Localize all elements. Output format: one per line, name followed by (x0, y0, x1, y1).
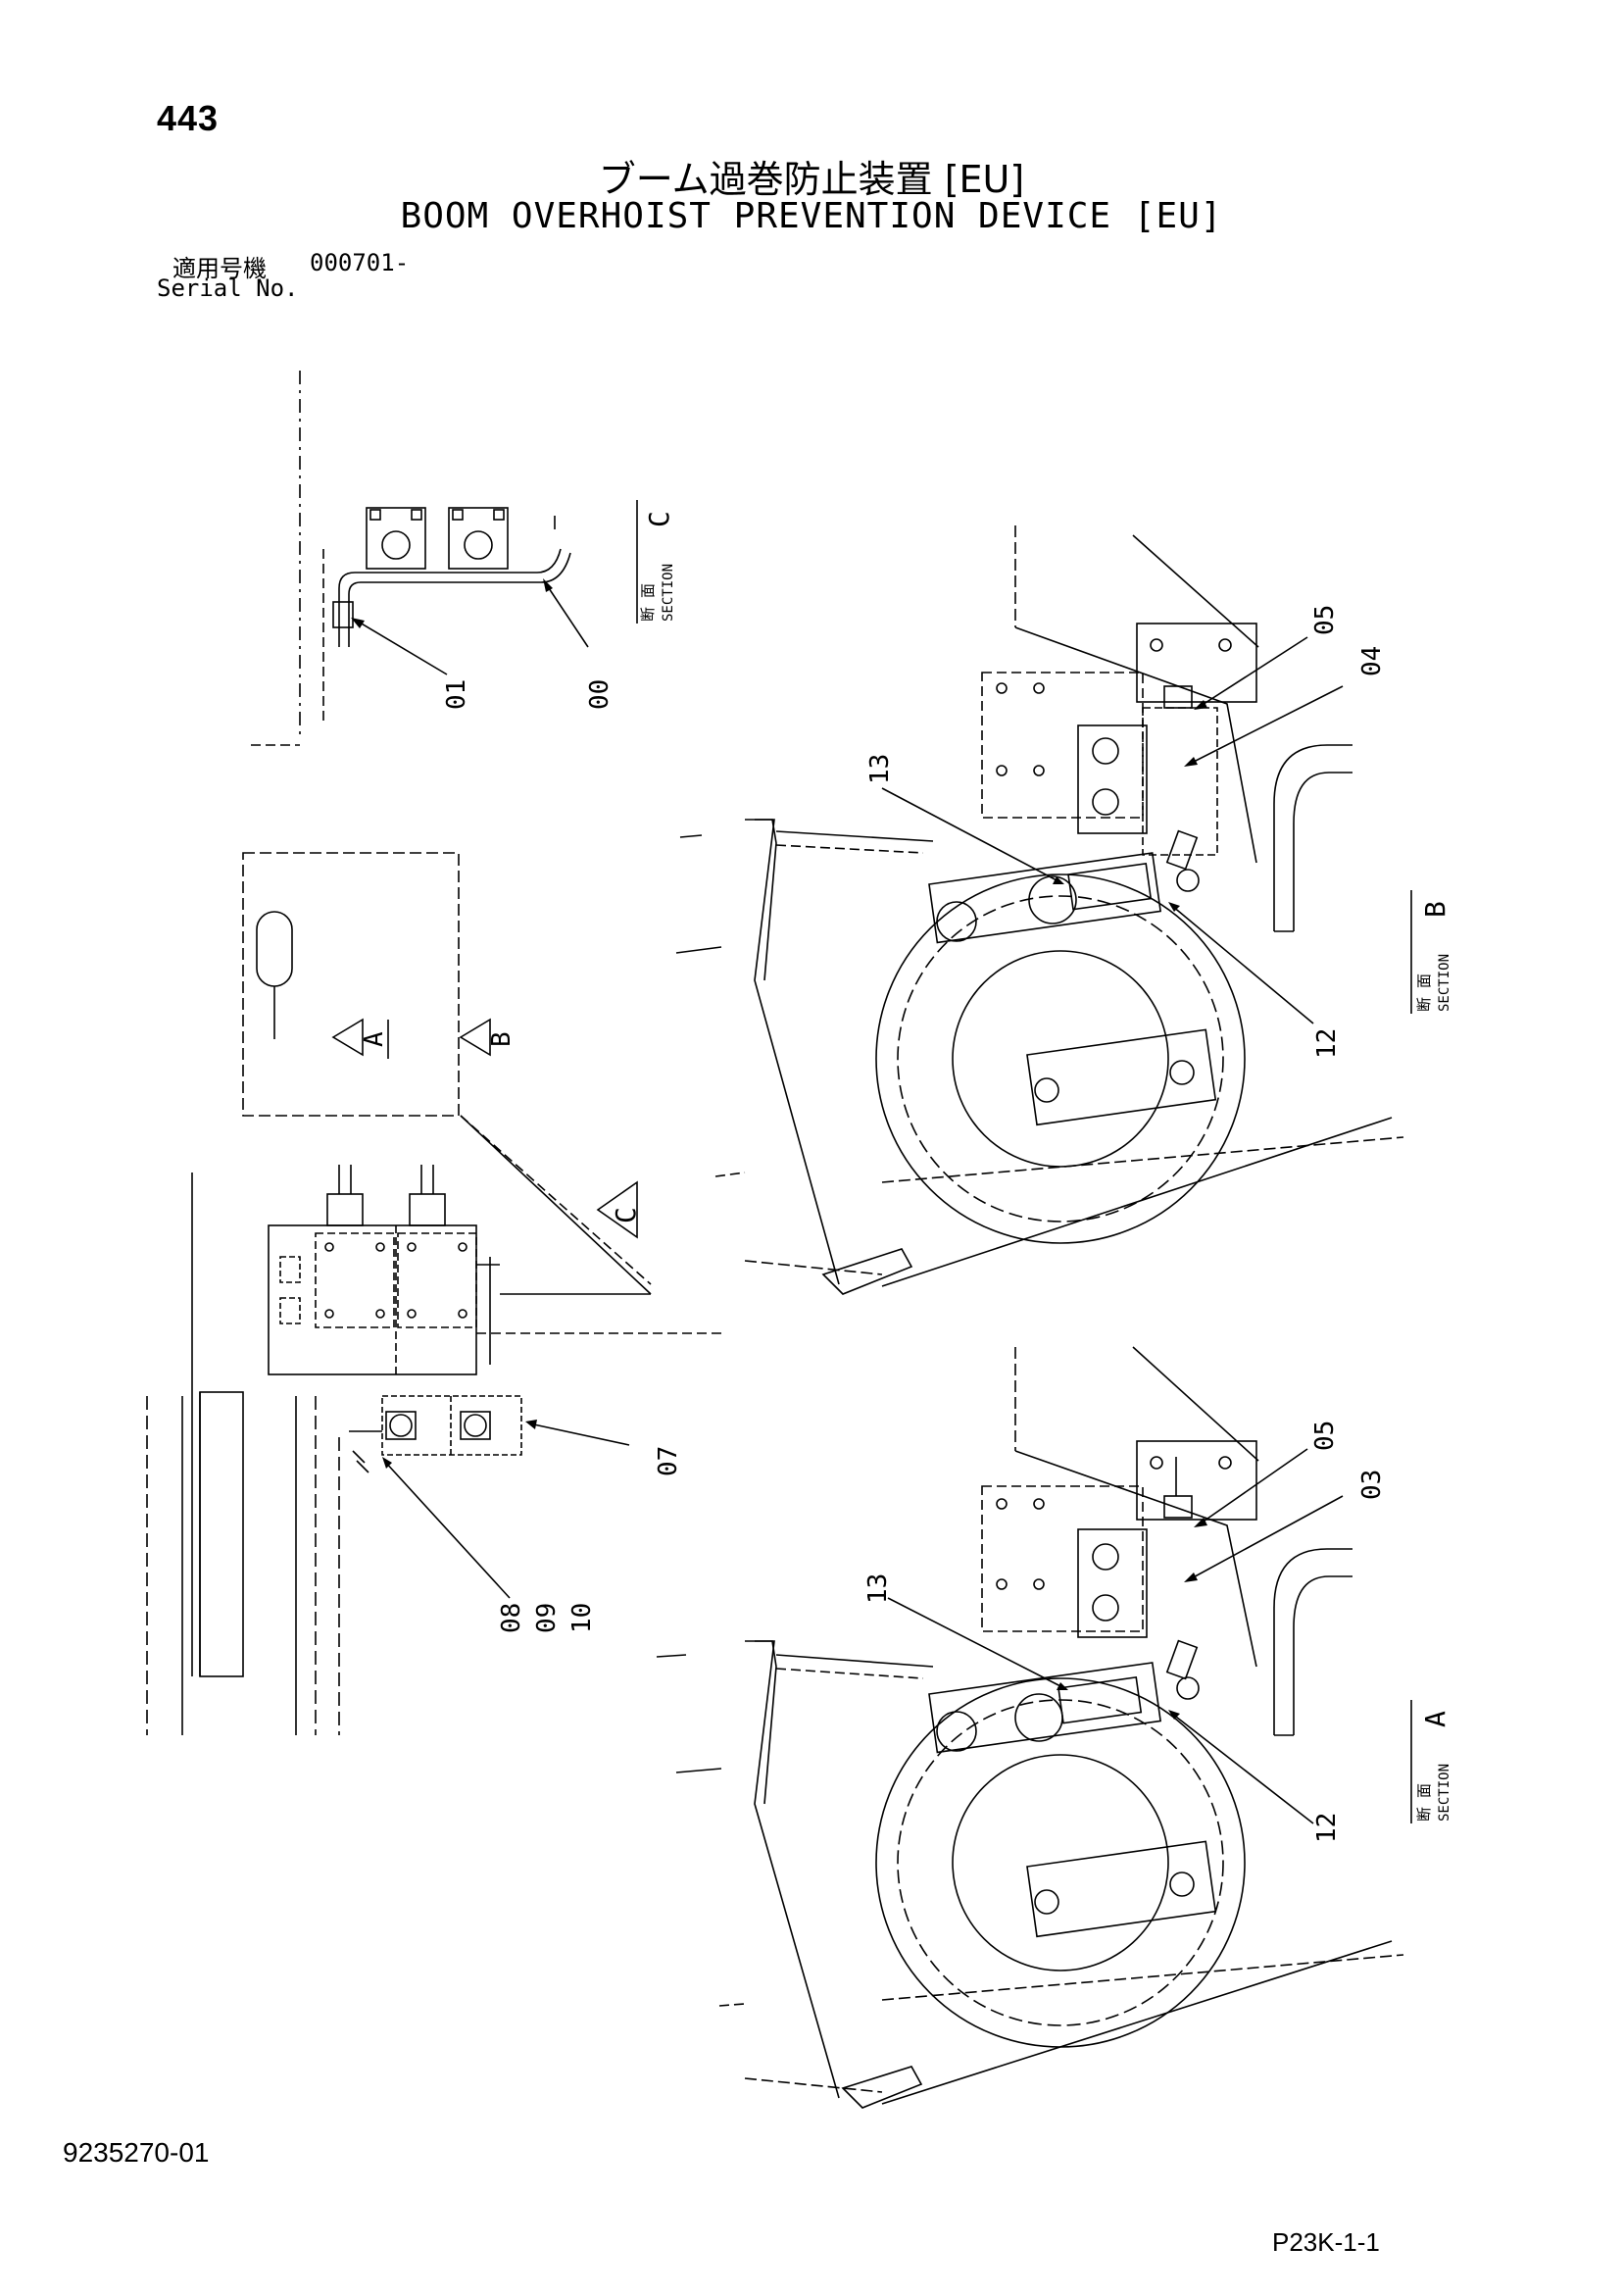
section-a-en: SECTION (1437, 1764, 1452, 1822)
section-c-en: SECTION (661, 564, 676, 622)
page-reference: P23K-1-1 (1272, 2227, 1380, 2257)
main-assembly-view: A B C 07 (146, 852, 725, 1735)
title-japanese: ブーム過巻防止装置 [EU] (598, 158, 1025, 201)
serial-label-english: Serial No. (157, 275, 299, 302)
part-label-b-13: 13 (865, 754, 895, 784)
section-a-letter: A (1419, 1711, 1451, 1727)
part-label-a-05: 05 (1310, 1421, 1340, 1451)
section-a-jp: 断 面 (1415, 1783, 1433, 1822)
section-c-view: 01 00 断 面 SECTION C (251, 371, 676, 746)
section-b-en: SECTION (1437, 954, 1452, 1012)
section-c-letter: C (643, 511, 675, 527)
section-b-jp: 断 面 (1415, 973, 1433, 1012)
section-b-letter: B (1419, 901, 1451, 918)
part-label-a-12: 12 (1312, 1813, 1342, 1843)
section-b-view: 05 04 13 12 断 面 SECTION B (675, 525, 1452, 1295)
part-label-b-04: 04 (1357, 646, 1387, 676)
part-label-b-05: 05 (1310, 605, 1340, 635)
part-label-07: 07 (654, 1446, 683, 1476)
section-a-view: 05 03 13 12 断 面 SECTION A (656, 1346, 1452, 2109)
view-marker-b: B (487, 1031, 516, 1047)
title-english: BOOM OVERHOIST PREVENTION DEVICE [EU] (400, 196, 1223, 236)
part-label-c-01: 01 (442, 679, 471, 710)
part-label-a-03: 03 (1357, 1470, 1387, 1500)
section-tag-a: 断 面 SECTION A (1410, 1700, 1452, 1823)
part-label-09: 09 (532, 1603, 562, 1633)
section-tag-b: 断 面 SECTION B (1410, 890, 1452, 1014)
serial-label-japanese: 適用号機 (172, 255, 267, 282)
serial-value: 000701- (310, 249, 410, 276)
view-marker-c: C (610, 1207, 642, 1223)
section-tag-c: 断 面 SECTION C (636, 500, 676, 624)
view-marker-a: A (360, 1031, 389, 1047)
page-number: 443 (157, 98, 220, 138)
part-label-a-13: 13 (863, 1573, 893, 1604)
part-label-b-12: 12 (1312, 1028, 1342, 1059)
part-label-c-00: 00 (585, 679, 615, 710)
section-c-jp: 断 面 (639, 583, 657, 622)
part-label-08: 08 (497, 1603, 526, 1633)
document-code: 9235270-01 (63, 2137, 210, 2168)
part-label-10: 10 (567, 1603, 597, 1633)
